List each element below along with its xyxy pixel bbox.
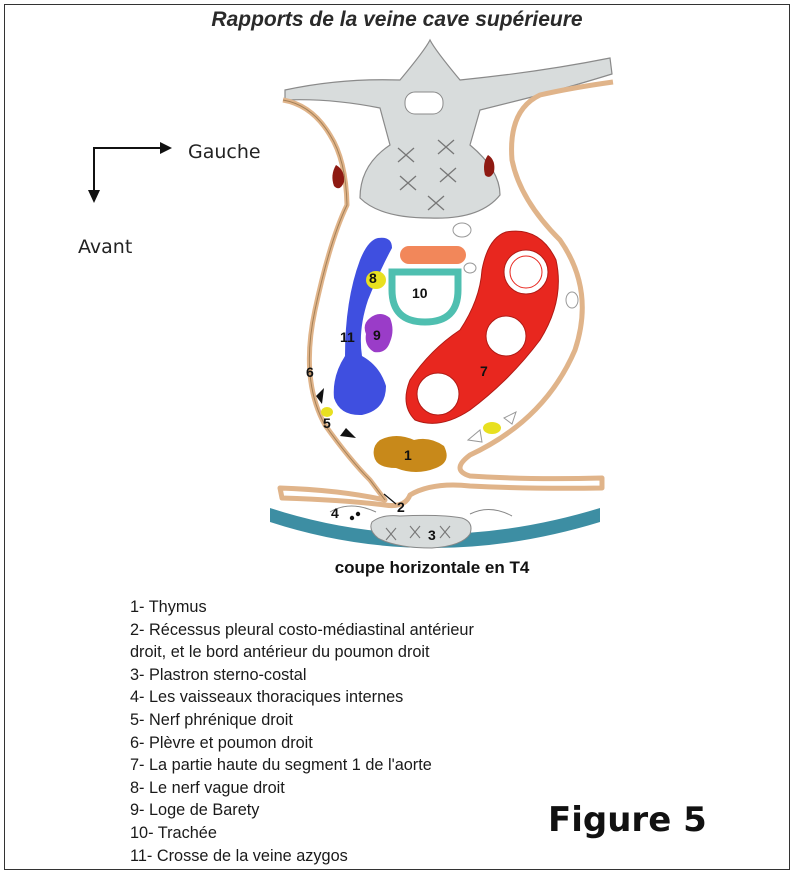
number-4: 4 xyxy=(331,505,339,521)
number-8: 8 xyxy=(369,270,377,286)
legend-list: 1- Thymus 2- Récessus pleural costo-médi… xyxy=(130,596,474,867)
legend-item: 3- Plastron sterno-costal xyxy=(130,664,474,687)
right-phrenic-vessel xyxy=(340,428,356,438)
orientation-arrows xyxy=(88,142,172,203)
internal-thoracic-vessel-b xyxy=(356,512,360,516)
figure-number-label: Figure 5 xyxy=(548,800,707,840)
legend-item: droit, et le bord antérieur du poumon dr… xyxy=(130,641,474,664)
left-small-node-a xyxy=(468,430,482,442)
legend-item: 5- Nerf phrénique droit xyxy=(130,709,474,732)
number-5: 5 xyxy=(323,415,331,431)
legend-item: 9- Loge de Barety xyxy=(130,799,474,822)
lymph-node-right xyxy=(566,292,578,308)
number-6: 6 xyxy=(306,364,314,380)
number-3: 3 xyxy=(428,527,436,543)
right-intercostal-vessel xyxy=(484,155,494,177)
number-10: 10 xyxy=(412,285,428,301)
legend-item: 6- Plèvre et poumon droit xyxy=(130,732,474,755)
lymph-node-small xyxy=(464,263,476,273)
legend-item: 4- Les vaisseaux thoraciques internes xyxy=(130,686,474,709)
legend-item: 8- Le nerf vague droit xyxy=(130,777,474,800)
number-11: 11 xyxy=(340,329,355,345)
diagram-caption: coupe horizontale en T4 xyxy=(0,558,794,578)
number-7: 7 xyxy=(480,363,488,379)
legend-item: 2- Récessus pleural costo-médiastinal an… xyxy=(130,619,474,642)
legend-item: 10- Trachée xyxy=(130,822,474,845)
number-2: 2 xyxy=(397,499,405,515)
number-1: 1 xyxy=(404,447,412,463)
legend-item: 1- Thymus xyxy=(130,596,474,619)
right-costal-cartilage xyxy=(470,509,512,516)
internal-thoracic-vessel-a xyxy=(350,516,354,520)
legend-item: 7- La partie haute du segment 1 de l'aor… xyxy=(130,754,474,777)
left-small-node-b xyxy=(504,412,516,424)
number-9: 9 xyxy=(373,327,381,343)
vertebra xyxy=(285,40,612,218)
esophagus xyxy=(400,246,466,264)
left-phrenic-nerve xyxy=(483,422,501,434)
lymph-node-upper xyxy=(453,223,471,237)
anatomical-section-diagram: 1 2 3 4 5 6 7 8 9 10 11 xyxy=(0,0,794,600)
